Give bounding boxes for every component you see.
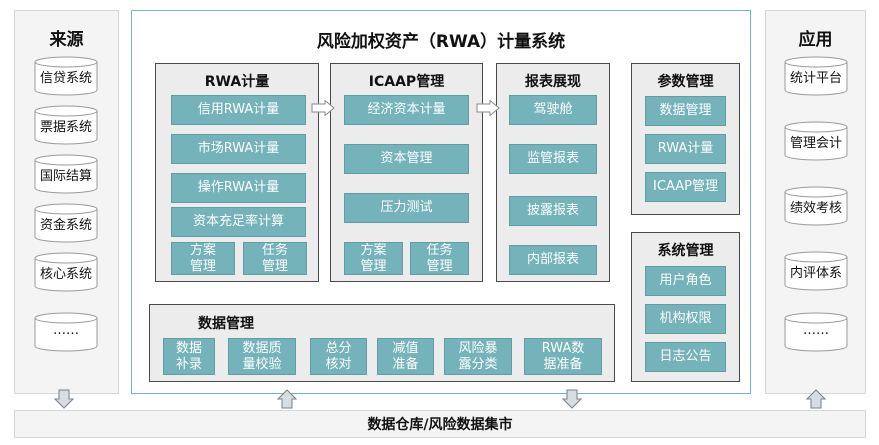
cockpit-button[interactable]: 驾驶舱 xyxy=(509,95,597,125)
icaap-title: ICAAP管理 xyxy=(331,71,482,91)
total-check-button[interactable]: 总分 核对 xyxy=(310,338,367,375)
source-db-more: …… xyxy=(34,312,98,352)
datamgmt-title: 数据管理 xyxy=(164,313,288,333)
data-quality-label: 数据质 量校验 xyxy=(242,341,281,373)
app-db-performance-label: 绩效考核 xyxy=(784,197,848,216)
app-db-irb-label: 内评体系 xyxy=(784,262,848,281)
param-data-mgmt-button[interactable]: 数据管理 xyxy=(645,96,726,126)
params-title: 参数管理 xyxy=(632,71,739,91)
impairment-button[interactable]: 减值 准备 xyxy=(377,338,434,375)
rwa-data-prep-button[interactable]: RWA数 据准备 xyxy=(524,338,602,375)
app-db-more: …… xyxy=(784,312,848,352)
report-title: 报表展现 xyxy=(497,71,609,91)
rwa-task-mgmt-label: 任务 管理 xyxy=(262,243,288,275)
rwa-plan-mgmt-label: 方案 管理 xyxy=(190,243,216,275)
arrow-right-icon xyxy=(311,100,335,116)
param-icaap-button[interactable]: ICAAP管理 xyxy=(645,172,726,202)
source-db-core-label: 核心系统 xyxy=(34,263,98,282)
impairment-label: 减值 准备 xyxy=(392,341,418,373)
stress-test-button[interactable]: 压力测试 xyxy=(344,193,469,223)
total-check-label: 总分 核对 xyxy=(325,341,351,373)
arrow-down-icon xyxy=(562,389,582,409)
icaap-task-mgmt-button[interactable]: 任务 管理 xyxy=(410,242,469,275)
capital-adequacy-button[interactable]: 资本充足率计算 xyxy=(171,207,306,237)
rwa-operation-button[interactable]: 操作RWA计量 xyxy=(171,173,306,203)
source-db-credit: 信贷系统 xyxy=(34,56,98,96)
app-db-accounting-label: 管理会计 xyxy=(784,132,848,151)
data-supplement-button[interactable]: 数据 补录 xyxy=(163,338,215,375)
risk-exposure-button[interactable]: 风险暴 露分类 xyxy=(444,338,512,375)
rwa-system-title: 风险加权资产（RWA）计量系统 xyxy=(132,27,750,52)
arrow-right-icon xyxy=(476,100,500,116)
arrow-up-icon xyxy=(277,389,297,409)
internal-report-button[interactable]: 内部报表 xyxy=(509,245,597,275)
param-rwa-button[interactable]: RWA计量 xyxy=(645,134,726,164)
data-warehouse-bar: 数据仓库/风险数据集市 xyxy=(14,410,866,438)
economic-capital-button[interactable]: 经济资本计量 xyxy=(344,95,469,125)
icaap-task-mgmt-label: 任务 管理 xyxy=(426,243,452,275)
source-db-more-label: …… xyxy=(34,323,98,338)
rwa-credit-button[interactable]: 信用RWA计量 xyxy=(171,95,306,125)
source-db-bill-label: 票据系统 xyxy=(34,116,98,135)
app-db-more-label: …… xyxy=(784,323,848,338)
org-permission-button[interactable]: 机构权限 xyxy=(645,304,726,334)
source-db-core: 核心系统 xyxy=(34,252,98,292)
rwa-market-button[interactable]: 市场RWA计量 xyxy=(171,134,306,164)
icaap-plan-mgmt-label: 方案 管理 xyxy=(360,243,386,275)
arrow-down-icon xyxy=(54,389,74,409)
regulatory-report-button[interactable]: 监管报表 xyxy=(509,144,597,174)
risk-exposure-label: 风险暴 露分类 xyxy=(458,341,497,373)
source-db-fund: 资金系统 xyxy=(34,203,98,243)
data-warehouse-label: 数据仓库/风险数据集市 xyxy=(367,414,512,434)
source-db-fund-label: 资金系统 xyxy=(34,214,98,233)
rwa-task-mgmt-button[interactable]: 任务 管理 xyxy=(243,242,307,275)
rwa-plan-mgmt-button[interactable]: 方案 管理 xyxy=(171,242,235,275)
app-db-stats: 统计平台 xyxy=(784,56,848,96)
user-role-button[interactable]: 用户角色 xyxy=(645,266,726,296)
app-db-irb: 内评体系 xyxy=(784,251,848,291)
rwa-calc-title: RWA计量 xyxy=(156,71,318,91)
data-quality-button[interactable]: 数据质 量校验 xyxy=(228,338,296,375)
app-db-accounting: 管理会计 xyxy=(784,121,848,161)
source-db-intl-label: 国际结算 xyxy=(34,165,98,184)
capital-mgmt-button[interactable]: 资本管理 xyxy=(344,144,469,174)
disclosure-report-button[interactable]: 披露报表 xyxy=(509,196,597,226)
application-title: 应用 xyxy=(766,25,865,50)
app-db-performance: 绩效考核 xyxy=(784,186,848,226)
rwa-data-prep-label: RWA数 据准备 xyxy=(542,341,585,373)
log-notice-button[interactable]: 日志公告 xyxy=(645,342,726,372)
app-db-stats-label: 统计平台 xyxy=(784,67,848,86)
arrow-up-icon xyxy=(806,389,826,409)
source-title: 来源 xyxy=(15,25,118,50)
icaap-plan-mgmt-button[interactable]: 方案 管理 xyxy=(344,242,403,275)
source-db-intl: 国际结算 xyxy=(34,154,98,194)
source-db-bill: 票据系统 xyxy=(34,105,98,145)
sysmgmt-title: 系统管理 xyxy=(632,240,739,260)
source-db-credit-label: 信贷系统 xyxy=(34,67,98,86)
data-supplement-label: 数据 补录 xyxy=(176,341,202,373)
